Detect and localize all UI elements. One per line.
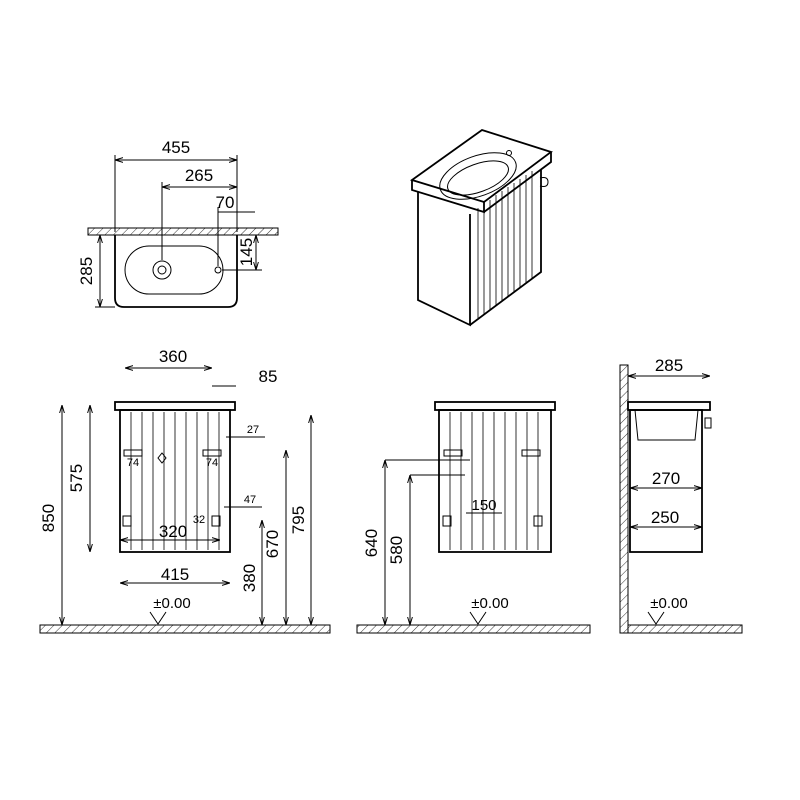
front-fluting xyxy=(130,412,220,550)
wall-hatch-top xyxy=(87,227,279,236)
rear-top xyxy=(434,401,556,411)
label-85: 85 xyxy=(259,367,278,386)
top-view: 455 265 70 285 145 xyxy=(77,138,279,308)
label-285-top: 285 xyxy=(77,257,96,285)
floor-hatch-front xyxy=(39,624,331,634)
rear-foot-right xyxy=(533,515,543,527)
iso-cabinet-side xyxy=(417,192,471,327)
basin-bowl xyxy=(124,245,224,295)
rear-cabinet xyxy=(438,409,552,553)
label-145: 145 xyxy=(237,238,256,266)
rear-bracket-left xyxy=(443,449,463,457)
isometric-view xyxy=(409,129,553,327)
side-top xyxy=(627,401,711,411)
floor-marker-rear xyxy=(469,611,487,625)
wall-hatch-side xyxy=(619,364,629,634)
floor-marker-front xyxy=(149,611,167,625)
label-320: 320 xyxy=(159,522,187,541)
iso-bowl-inner xyxy=(447,160,509,196)
floor-marker-side xyxy=(647,611,665,625)
rear-view: 640 580 150 ±0.00 xyxy=(356,401,591,634)
floor-label-front: ±0.00 xyxy=(153,595,190,612)
label-70: 70 xyxy=(216,193,235,212)
label-47: 47 xyxy=(244,494,256,506)
iso-bowl xyxy=(439,152,517,200)
drain-circle xyxy=(152,260,172,280)
label-795: 795 xyxy=(289,506,308,534)
label-74a: 74 xyxy=(127,457,139,469)
iso-cabinet-front xyxy=(469,170,542,326)
label-250: 250 xyxy=(651,508,679,527)
label-580: 580 xyxy=(387,536,406,564)
label-27: 27 xyxy=(247,424,259,436)
rear-bracket-right xyxy=(521,449,541,457)
label-150: 150 xyxy=(471,497,496,514)
label-670: 670 xyxy=(263,530,282,558)
side-bowl xyxy=(634,409,699,441)
bracket-right xyxy=(202,449,222,457)
label-270: 270 xyxy=(652,469,680,488)
rear-fluting xyxy=(449,412,539,550)
label-455: 455 xyxy=(162,138,190,157)
label-265: 265 xyxy=(185,166,213,185)
iso-top-edge-right xyxy=(483,152,552,213)
side-view: 285 270 250 ±0.00 xyxy=(619,356,743,634)
floor-label-rear: ±0.00 xyxy=(471,595,508,612)
foot-right xyxy=(211,515,221,527)
floor-hatch-rear xyxy=(356,624,591,634)
label-850: 850 xyxy=(39,504,58,532)
label-74b: 74 xyxy=(206,457,218,469)
basin-outline xyxy=(114,235,238,308)
front-view: 74 74 360 85 27 47 32 575 850 320 415 38… xyxy=(39,347,331,634)
side-cabinet xyxy=(629,409,703,553)
label-285-side: 285 xyxy=(655,356,683,375)
iso-tap-hole xyxy=(506,150,512,156)
label-575: 575 xyxy=(67,464,86,492)
drain-center xyxy=(157,265,167,275)
front-cabinet xyxy=(119,409,231,553)
floor-label-side: ±0.00 xyxy=(650,595,687,612)
iso-handle xyxy=(539,177,549,187)
front-top xyxy=(114,401,236,411)
label-380: 380 xyxy=(240,564,259,592)
drain-mark xyxy=(157,452,167,464)
side-handle xyxy=(704,417,712,429)
tap-hole xyxy=(214,266,222,274)
label-640: 640 xyxy=(362,529,381,557)
iso-fluting xyxy=(477,171,533,318)
floor-hatch-side xyxy=(627,624,743,634)
label-360: 360 xyxy=(159,347,187,366)
bracket-left xyxy=(123,449,143,457)
foot-left xyxy=(122,515,132,527)
label-32: 32 xyxy=(193,514,205,526)
rear-foot-left xyxy=(442,515,452,527)
label-415: 415 xyxy=(161,565,189,584)
